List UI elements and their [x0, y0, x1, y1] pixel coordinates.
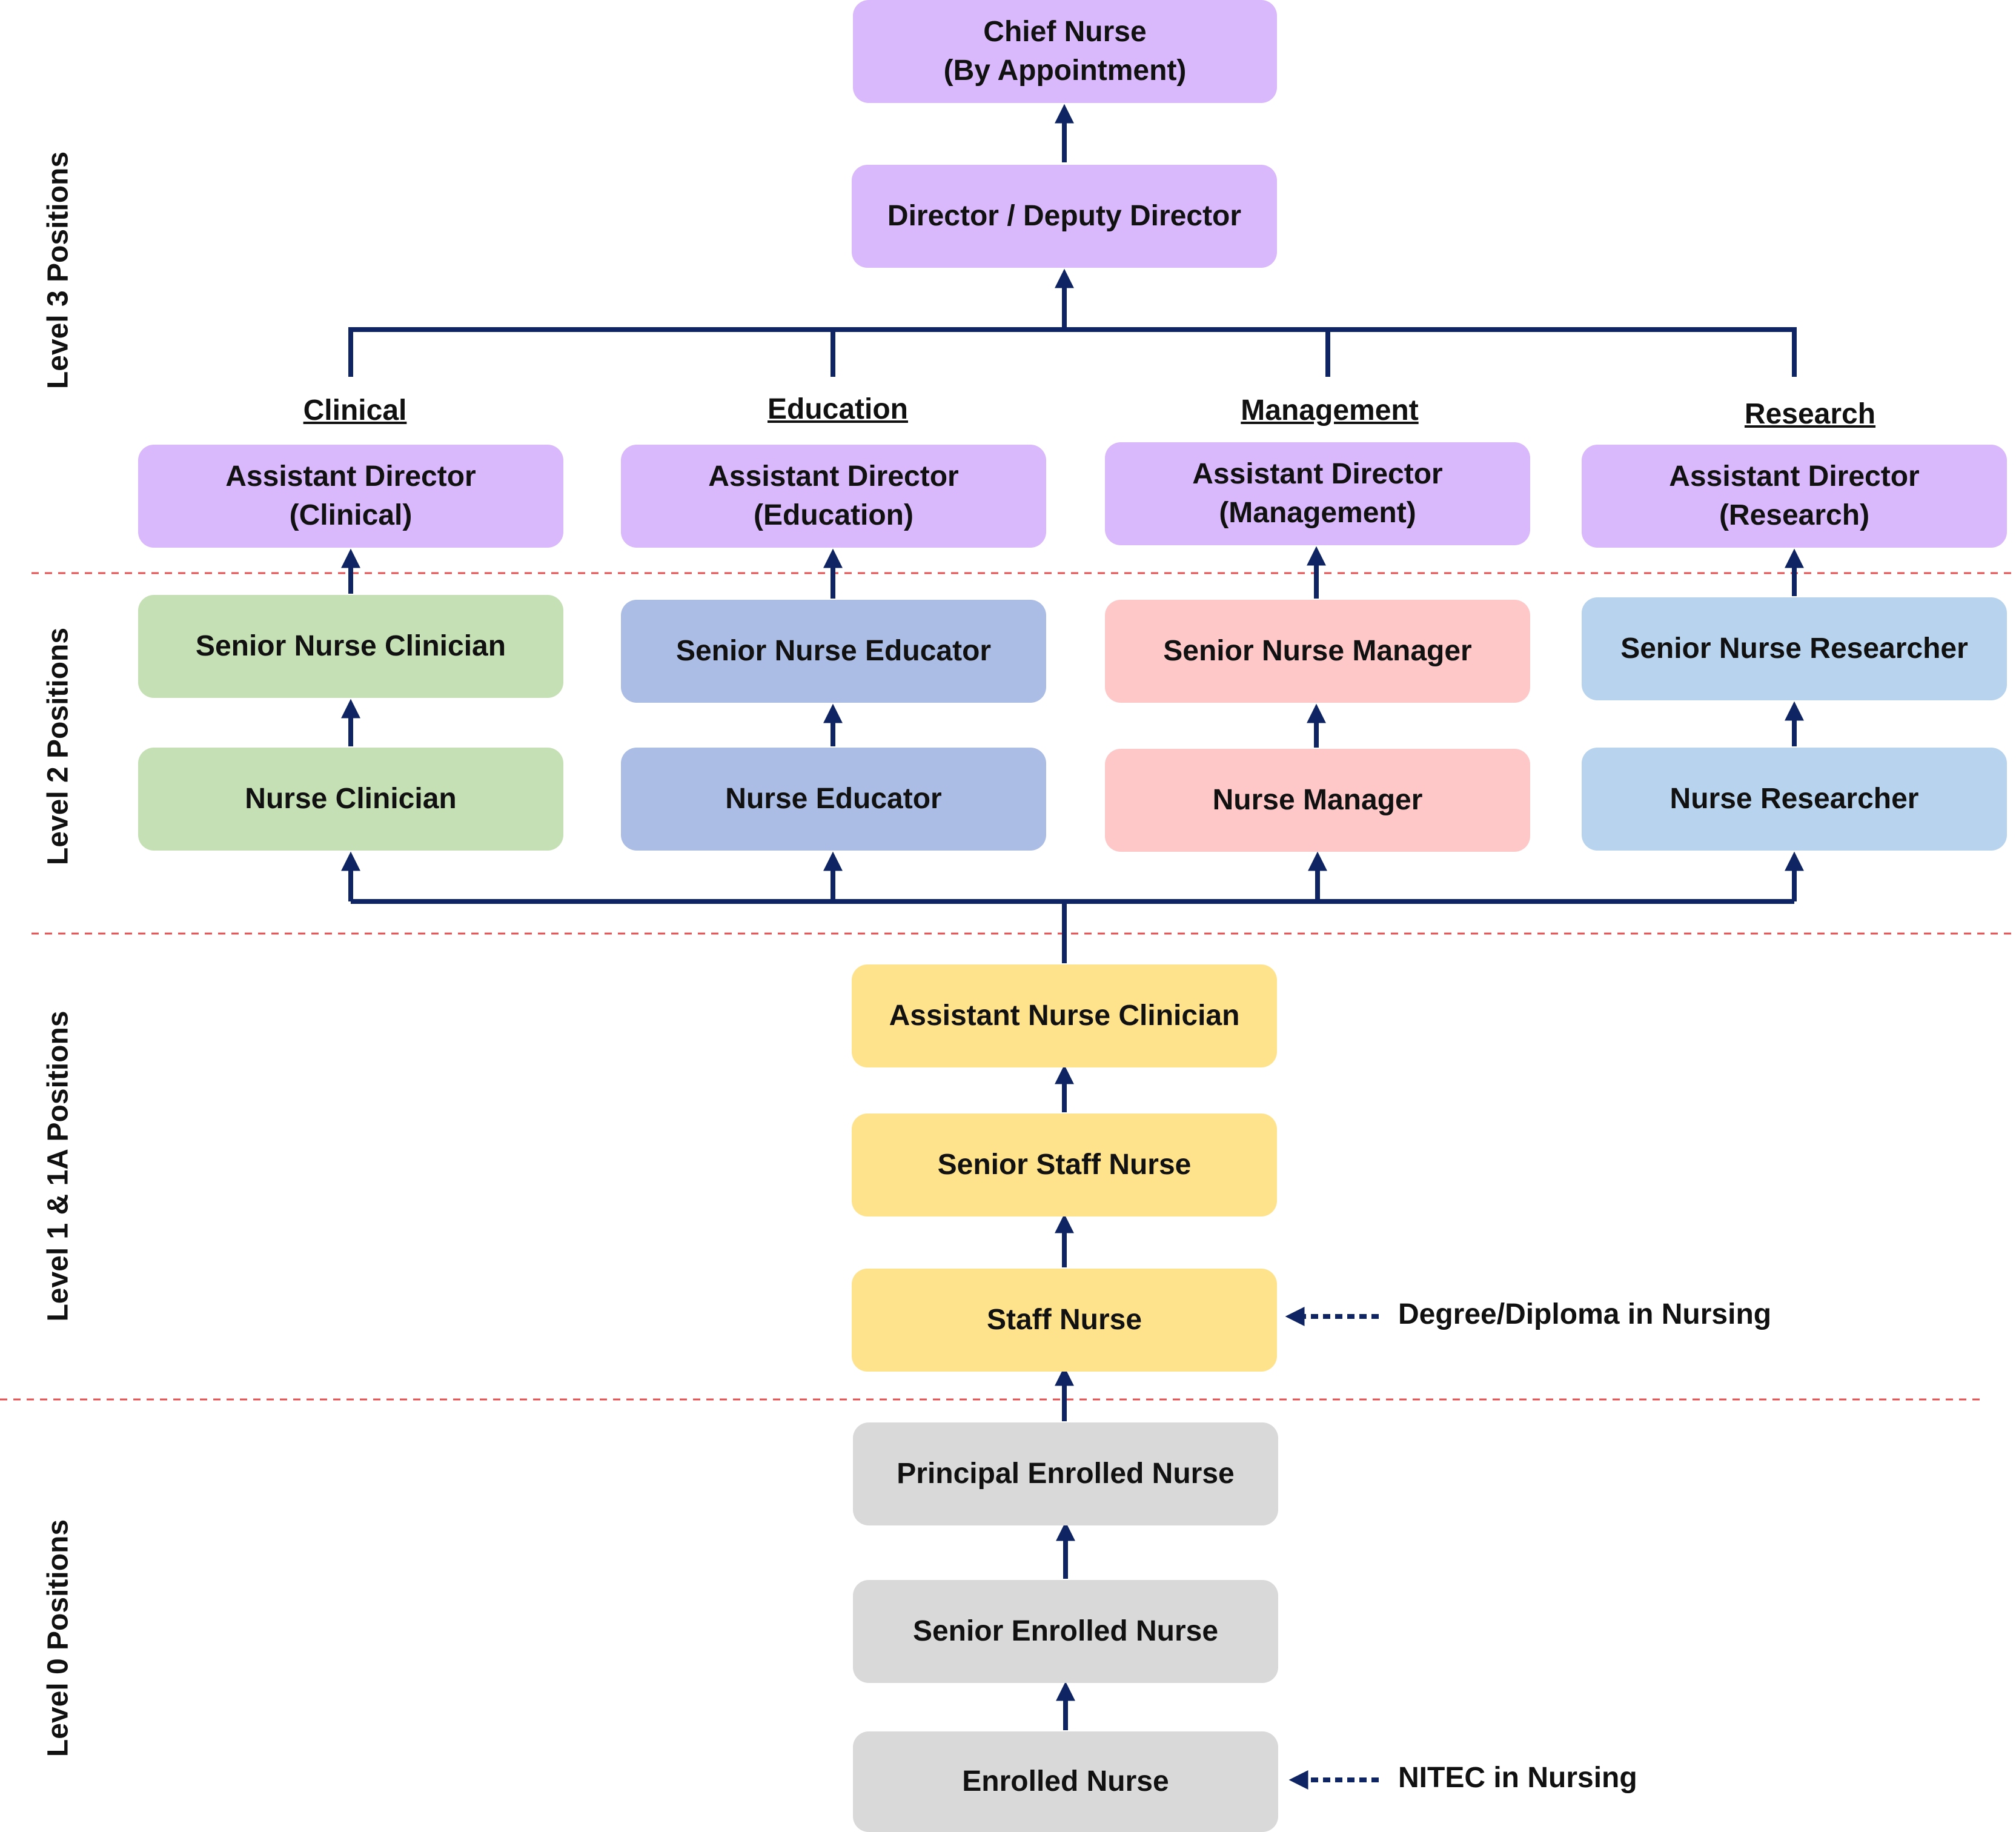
ad-management-box: Assistant Director (Management): [1105, 442, 1530, 545]
nurse-clinician-box: Nurse Clinician: [138, 748, 563, 851]
staff-nurse-box: Staff Nurse: [852, 1269, 1277, 1372]
chief-nurse-box: Chief Nurse (By Appointment): [853, 0, 1277, 103]
qualification-arrows: [1285, 1307, 1379, 1790]
arrows: [341, 104, 1804, 1730]
senior-nurse-educator-box: Senior Nurse Educator: [621, 600, 1046, 703]
track-title-education: Education: [767, 393, 908, 425]
track-title-management: Management: [1241, 394, 1419, 426]
level2-label: Level 2 Positions: [42, 627, 75, 866]
nurse-researcher-box: Nurse Researcher: [1582, 748, 2007, 851]
top-bracket: [348, 327, 1797, 377]
enrolled-nurse-box: Enrolled Nurse: [853, 1731, 1278, 1832]
principal-enrolled-nurse-box: Principal Enrolled Nurse: [853, 1422, 1278, 1525]
qualification-degree-diploma: Degree/Diploma in Nursing: [1398, 1298, 1772, 1330]
assistant-nurse-clinician-box: Assistant Nurse Clinician: [852, 964, 1277, 1067]
level-dividers: [0, 572, 2016, 1401]
level0-label: Level 0 Positions: [42, 1519, 75, 1757]
ad-education-box: Assistant Director (Education): [621, 445, 1046, 548]
nurse-educator-box: Nurse Educator: [621, 748, 1046, 851]
senior-nurse-clinician-box: Senior Nurse Clinician: [138, 595, 563, 698]
track-title-clinical: Clinical: [303, 394, 407, 426]
track-title-research: Research: [1744, 398, 1876, 430]
senior-nurse-researcher-box: Senior Nurse Researcher: [1582, 597, 2007, 700]
senior-enrolled-nurse-box: Senior Enrolled Nurse: [853, 1580, 1278, 1683]
director-box: Director / Deputy Director: [852, 165, 1277, 268]
ad-clinical-box: Assistant Director (Clinical): [138, 445, 563, 548]
level3-label: Level 3 Positions: [42, 151, 75, 390]
senior-staff-nurse-box: Senior Staff Nurse: [852, 1113, 1277, 1216]
senior-nurse-manager-box: Senior Nurse Manager: [1105, 600, 1530, 703]
qualification-nitec: NITEC in Nursing: [1398, 1762, 1637, 1794]
level1-label: Level 1 & 1A Positions: [42, 1011, 75, 1322]
nurse-manager-box: Nurse Manager: [1105, 749, 1530, 852]
ad-research-box: Assistant Director (Research): [1582, 445, 2007, 548]
